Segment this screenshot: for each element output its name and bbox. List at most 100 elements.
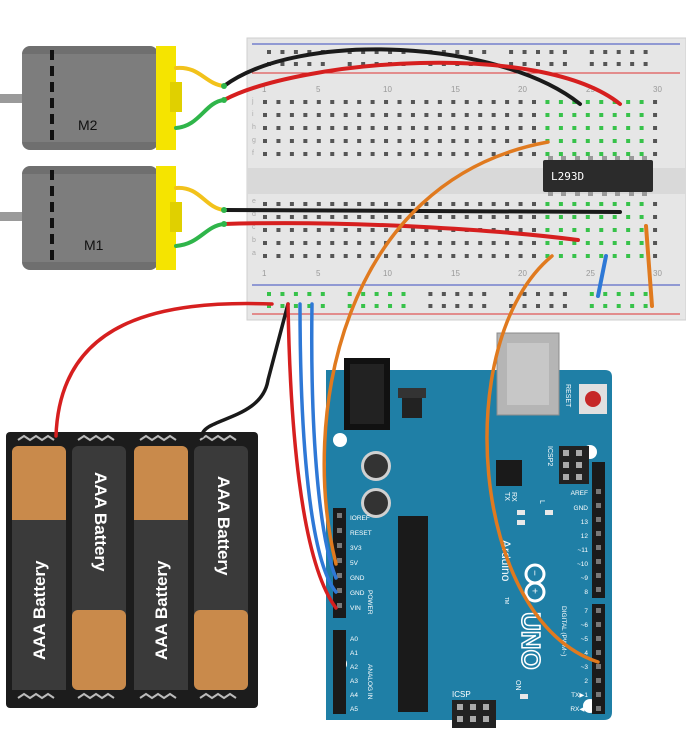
wire-red — [286, 302, 338, 610]
pin-label: 12 — [581, 533, 589, 540]
wire-blue — [310, 302, 338, 580]
pin-label: TX▶1 — [571, 692, 588, 699]
row-letter: d — [252, 211, 256, 218]
pin-label: ~6 — [581, 622, 589, 629]
wire-black — [222, 208, 622, 214]
battery-cell: AAA Battery — [134, 446, 188, 690]
wire-black — [200, 302, 290, 438]
column-number: 1 — [262, 85, 267, 94]
pin-label: 3V3 — [350, 545, 362, 552]
pin-label: 8 — [584, 589, 588, 596]
battery-cell: AAA Battery — [12, 446, 66, 690]
pin-label: ~9 — [581, 575, 589, 582]
column-number: 30 — [653, 85, 662, 94]
pin-label: ~11 — [577, 547, 588, 554]
pin-label: 13 — [581, 519, 589, 526]
column-number: 10 — [383, 269, 392, 278]
pin-label: AREF — [571, 490, 588, 497]
tx-label: TX — [503, 492, 510, 501]
wire-yellow — [174, 65, 226, 88]
digital-header-top — [592, 462, 605, 598]
wire-orange — [485, 254, 600, 664]
row-letter: b — [252, 237, 256, 244]
on-label: ON — [514, 680, 521, 691]
wire-green — [174, 98, 226, 130]
column-number: 25 — [586, 269, 595, 278]
analog-title: ANALOG IN — [366, 664, 373, 700]
column-number: 1 — [262, 269, 267, 278]
pin-label: IOREF — [350, 515, 370, 522]
wire-black — [222, 47, 582, 106]
pin-label: A4 — [350, 692, 358, 699]
wire-blue — [298, 302, 338, 594]
rx-label: RX — [510, 492, 517, 502]
battery-pack: AAA Battery AAA Battery AAA Battery AAA … — [6, 432, 258, 708]
battery-label: AAA Battery — [152, 560, 171, 660]
row-letter: i — [252, 111, 254, 118]
icsp2-label: ICSP2 — [546, 446, 553, 466]
motor-label: M2 — [78, 117, 98, 133]
digital-title: DIGITAL (PWM~) — [560, 606, 567, 656]
row-letter: f — [252, 150, 254, 157]
pin-label: 5V — [350, 560, 359, 567]
digital-header-bottom — [592, 604, 605, 714]
pin-label: GND — [350, 590, 365, 597]
pin-label: RX◀0 — [570, 706, 588, 713]
breadboard-active-holes — [267, 100, 648, 308]
pin-label: A3 — [350, 678, 358, 685]
battery-label: AAA Battery — [91, 472, 110, 572]
pin-label: ~3 — [581, 664, 589, 671]
pin-label: 4 — [584, 650, 588, 657]
column-number: 20 — [518, 85, 527, 94]
row-letter: j — [251, 98, 254, 105]
pin-label: 2 — [584, 678, 588, 685]
pin-label: A5 — [350, 706, 358, 713]
battery-label: AAA Battery — [30, 560, 49, 660]
pin-label: ~5 — [581, 636, 589, 643]
row-letter: a — [252, 250, 256, 257]
wire-orange — [322, 140, 550, 566]
wire-blue — [596, 254, 608, 298]
pin-label: ~10 — [577, 561, 588, 568]
pin-label: 7 — [584, 608, 588, 615]
l-label: L — [538, 500, 545, 504]
pin-label: A1 — [350, 650, 358, 657]
pin-label: A0 — [350, 636, 358, 643]
motor-label: M1 — [84, 237, 104, 253]
wires — [54, 47, 654, 664]
pin-label: VIN — [350, 605, 361, 612]
chip-label: L293D — [551, 170, 584, 183]
wire-green — [174, 222, 226, 248]
row-letter: h — [252, 124, 256, 131]
breadboard: 1 5 10 15 20 25 30 1 5 10 15 20 25 30 j … — [246, 37, 686, 321]
reset-label: RESET — [564, 384, 571, 408]
svg-text:−: − — [529, 570, 540, 576]
pin-label: GND — [574, 505, 589, 512]
pin-label: GND — [350, 575, 365, 582]
column-number: 20 — [518, 269, 527, 278]
tm-label: TM — [503, 597, 509, 604]
wire-red — [222, 60, 622, 106]
battery-label: AAA Battery — [214, 476, 233, 576]
icsp-label: ICSP — [452, 690, 471, 699]
column-number: 30 — [653, 269, 662, 278]
column-number: 15 — [451, 269, 460, 278]
power-title: POWER — [366, 590, 373, 615]
row-letter: g — [252, 137, 256, 144]
arduino-uno: RESET ICSP2 TX RX L − + Arduino TM UNO — [326, 332, 612, 728]
analog-header — [333, 630, 346, 714]
column-number: 25 — [586, 85, 595, 94]
pin-label: RESET — [350, 530, 372, 537]
column-number: 5 — [316, 269, 321, 278]
wire-red — [54, 301, 274, 438]
motor-m1: M1 — [0, 166, 182, 270]
battery-cell: AAA Battery — [194, 446, 248, 690]
motor-m2: M2 — [0, 46, 182, 150]
battery-cell: AAA Battery — [72, 446, 126, 690]
column-number: 15 — [451, 85, 460, 94]
pin-label: A2 — [350, 664, 358, 671]
column-number: 10 — [383, 85, 392, 94]
wire-red — [222, 221, 580, 242]
l293d-chip: L293D — [543, 156, 653, 196]
